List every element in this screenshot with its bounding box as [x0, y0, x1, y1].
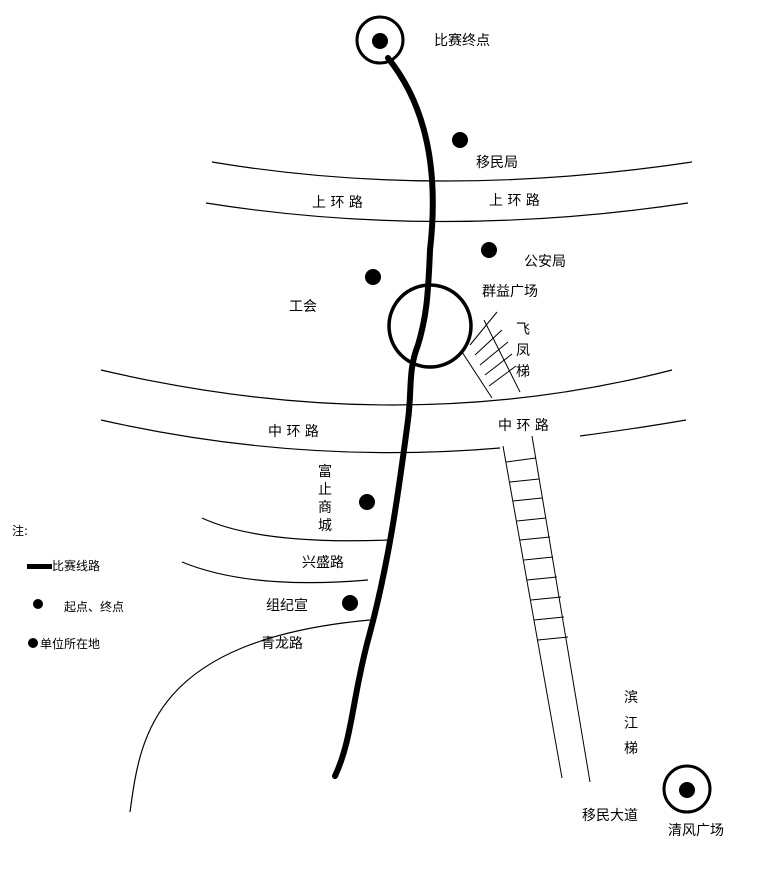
- public-security-bureau-label: 公安局: [524, 254, 566, 270]
- trade-union-dot: [365, 269, 381, 285]
- svg-text:滨: 滨: [624, 690, 638, 706]
- shanghuan-road-lower-edge: [205, 202, 689, 223]
- fushi-mall-dot: [359, 494, 375, 510]
- svg-text:止: 止: [318, 482, 332, 498]
- svg-text:梯: 梯: [624, 741, 638, 757]
- zhonghuan-road-lower-edge-right: [579, 419, 687, 437]
- svg-text:飞: 飞: [516, 322, 530, 338]
- legend-start-end-label: 起点、终点: [64, 599, 124, 614]
- binjiang-ladder-label: 滨 江 梯: [624, 690, 638, 757]
- svg-text:梯: 梯: [516, 364, 530, 380]
- immigration-bureau-dot: [452, 132, 468, 148]
- svg-text:城: 城: [318, 518, 332, 534]
- shanghuan-road-upper-edge: [211, 161, 693, 182]
- qinglong-road-label: 青龙路: [261, 636, 303, 652]
- legend-title: 注:: [12, 523, 28, 538]
- immigration-bureau-label: 移民局: [476, 155, 518, 171]
- binjiang-ladder: [502, 435, 591, 783]
- svg-text:商: 商: [318, 500, 332, 516]
- svg-text:江: 江: [624, 716, 638, 732]
- legend: 注: 比赛线路 起点、终点 单位所在地: [12, 523, 124, 651]
- shanghuan-road-label-right: 上 环 路: [489, 193, 540, 209]
- qunyi-square-label: 群益广场: [482, 284, 538, 300]
- qunyi-square-ring: [387, 283, 473, 369]
- svg-text:富: 富: [318, 463, 332, 480]
- finish-label: 比赛终点: [434, 33, 490, 49]
- race-route-line: [332, 55, 436, 779]
- xingsheng-road-label: 兴盛路: [302, 555, 344, 571]
- legend-unit-label: 单位所在地: [40, 636, 100, 651]
- organization-office-label: 组纪宣: [266, 598, 308, 614]
- trade-union-label: 工会: [289, 299, 317, 315]
- feifeng-ladder-label: 飞 凤 梯: [516, 322, 530, 380]
- svg-text:凤: 凤: [516, 343, 530, 359]
- legend-start-end-dot: [33, 599, 43, 609]
- zhonghuan-road-upper-edge: [100, 369, 673, 406]
- public-security-bureau-dot: [481, 242, 497, 258]
- shanghuan-road-label-left: 上 环 路: [312, 195, 363, 211]
- yimin-avenue-label: 移民大道: [582, 808, 638, 824]
- xingsheng-road-lower-edge: [181, 561, 369, 584]
- qingfeng-square-label: 清风广场: [668, 823, 724, 839]
- finish-dot: [372, 33, 388, 49]
- fushi-mall-label: 富 止 商 城: [318, 463, 332, 534]
- feifeng-ladder: [461, 311, 521, 399]
- legend-route-swatch: [27, 564, 52, 569]
- qinglong-road: [129, 619, 371, 813]
- qingfeng-square-dot: [679, 782, 695, 798]
- organization-office-dot: [342, 595, 358, 611]
- finish-ring: [355, 15, 405, 65]
- legend-unit-dot: [28, 638, 38, 648]
- zhonghuan-road-label-left: 中 环 路: [268, 424, 319, 440]
- qingfeng-square-ring: [662, 764, 712, 814]
- zhonghuan-road-lower-edge-left: [100, 419, 501, 454]
- zhonghuan-road-label-right: 中 环 路: [498, 418, 549, 434]
- legend-route-label: 比赛线路: [52, 558, 100, 573]
- xingsheng-road-upper-edge: [201, 517, 391, 542]
